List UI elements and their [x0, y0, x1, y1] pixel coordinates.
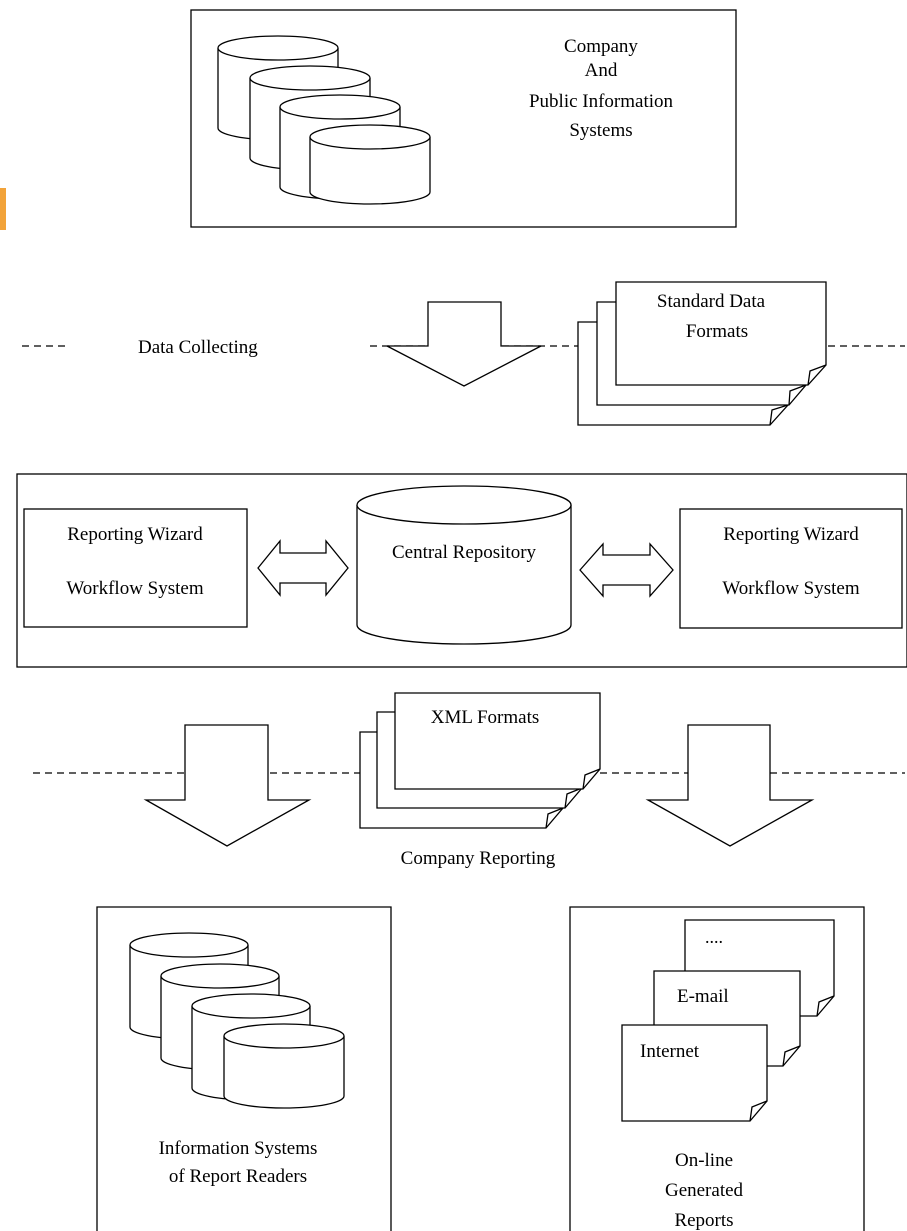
xml-formats-label: XML Formats	[431, 707, 540, 728]
online-label-line-2: Generated	[665, 1180, 744, 1201]
down-arrow-icon	[386, 301, 542, 387]
database-stack-icon	[217, 35, 431, 205]
down-arrow-icon	[645, 724, 815, 847]
readers-label-line-1: Information Systems	[159, 1138, 318, 1159]
document-icon	[621, 1024, 768, 1122]
source-label-line-4: Systems	[569, 120, 632, 141]
readers-label-line-2: of Report Readers	[169, 1166, 307, 1187]
report-readers-box: Information Systems of Report Readers	[96, 906, 392, 1231]
doc-label-more: ....	[705, 927, 723, 947]
left-wizard-line-2: Workflow System	[66, 578, 203, 599]
source-label-line-1: Company	[564, 36, 638, 57]
source-systems-box: Company And Public Information Systems	[190, 9, 737, 228]
data-collecting-row: Data Collecting Standard Data Formats	[22, 281, 905, 426]
formats-label-line-2: Formats	[686, 321, 748, 342]
double-arrow-icon	[257, 539, 349, 597]
online-label-line-1: On-line	[675, 1150, 733, 1171]
double-arrow-icon	[579, 542, 674, 598]
left-wizard-box	[23, 508, 248, 628]
doc-label-email: E-mail	[677, 986, 729, 1007]
down-arrow-icon	[143, 724, 312, 847]
accent-bar	[0, 188, 6, 230]
right-wizard-line-2: Workflow System	[722, 578, 859, 599]
formats-label-line-1: Standard Data	[657, 291, 766, 312]
standard-data-formats-docs: Standard Data Formats	[577, 281, 827, 426]
left-wizard-line-1: Reporting Wizard	[67, 524, 203, 545]
company-reporting-label: Company Reporting	[401, 848, 556, 869]
company-reporting-row: XML Formats Company Reporting	[33, 692, 905, 869]
central-repository-cylinder	[356, 485, 572, 645]
online-label-line-3: Reports	[674, 1210, 733, 1231]
right-wizard-box	[679, 508, 903, 629]
data-collecting-label: Data Collecting	[138, 337, 258, 358]
database-stack-icon	[129, 932, 345, 1109]
doc-label-internet: Internet	[640, 1041, 700, 1062]
xml-formats-docs: XML Formats	[359, 692, 601, 829]
source-label-line-3: Public Information	[529, 91, 674, 112]
right-wizard-line-1: Reporting Wizard	[723, 524, 859, 545]
source-label-line-2: And	[585, 60, 618, 81]
central-repository-label: Central Repository	[392, 542, 537, 563]
online-reports-box: .... E-mail Internet On-line Generated R…	[569, 906, 865, 1231]
central-box: Reporting Wizard Workflow System Central…	[16, 473, 907, 668]
